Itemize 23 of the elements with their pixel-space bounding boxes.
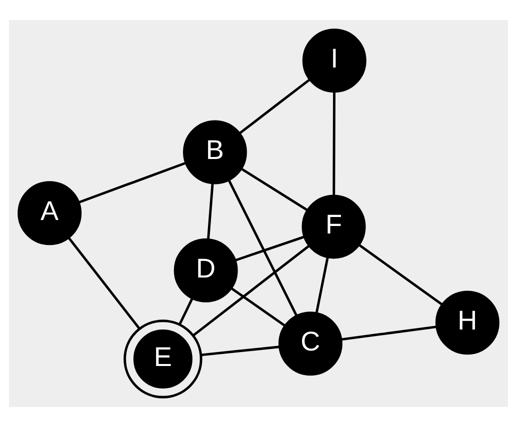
connector [234,235,304,261]
node-circle: D [173,238,238,302]
connector [67,236,140,329]
connector [332,91,335,195]
connector [340,325,436,340]
connector [230,286,286,326]
connector [358,243,443,306]
connector [192,244,310,336]
connector [78,161,186,203]
node-circle: C [278,311,342,376]
connector [238,78,310,134]
connector [314,256,328,313]
node-circle: I [302,28,366,92]
node-circle: F [301,194,366,258]
connector [206,182,214,239]
node-circle: B [182,120,246,184]
node-circle: E [123,319,202,398]
connector [200,345,279,356]
connector [227,178,297,316]
node-circle: A [17,180,82,245]
connector [178,297,193,324]
node-circle: H [434,290,499,354]
connector [240,167,308,211]
